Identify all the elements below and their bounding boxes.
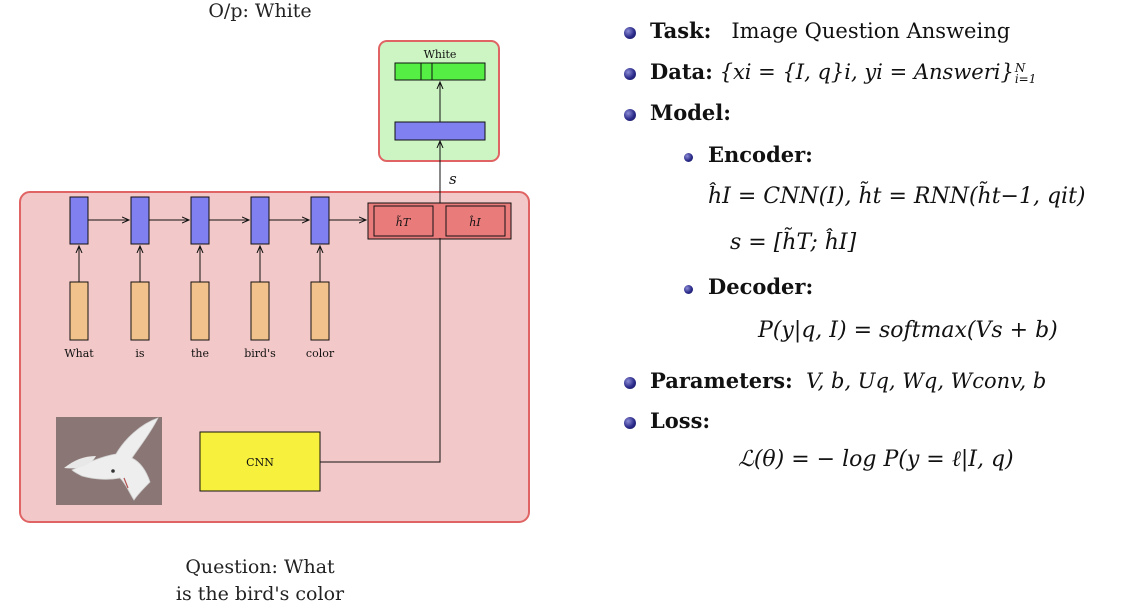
- word-embedding: [69, 281, 89, 341]
- rnn-cell: [69, 196, 89, 245]
- word-embedding: [190, 281, 210, 341]
- rnn-cell: [190, 196, 210, 245]
- embed-arrows: [79, 246, 320, 282]
- data-label: Data:: [650, 59, 713, 84]
- word-label: What: [64, 347, 94, 360]
- rnn-cell: [130, 196, 150, 245]
- bullet-icon: [624, 68, 636, 80]
- model-label: Model:: [650, 100, 732, 125]
- decoder-hidden-bar: [394, 121, 486, 141]
- word-embedding: [310, 281, 330, 341]
- word-label: is: [135, 347, 145, 360]
- softmax-bar: [394, 62, 486, 81]
- bird-image: [56, 417, 162, 505]
- cnn-label: CNN: [246, 456, 274, 469]
- cnn-box: [199, 431, 321, 492]
- word-label: bird's: [244, 347, 276, 360]
- data-sub: i=1: [1014, 71, 1037, 86]
- loss-equation: ℒ(θ) = − log P(y = ℓ|I, q): [738, 447, 1014, 472]
- word-label: color: [306, 347, 335, 360]
- rnn-cell: [310, 196, 330, 245]
- bullet-icon: [624, 377, 636, 389]
- params-value: V, b, Uq, Wq, Wconv, b: [806, 369, 1047, 393]
- h-i-label: ĥI: [469, 215, 481, 229]
- question-caption-line2: is the bird's color: [175, 583, 345, 605]
- params-label: Parameters:: [650, 368, 793, 393]
- params-item: Parameters: V, b, Uq, Wq, Wconv, b: [650, 368, 1046, 393]
- output-caption: O/p: White: [208, 0, 312, 22]
- word-label: the: [191, 347, 209, 360]
- word-embedding: [250, 281, 270, 341]
- rnn-cell: [250, 196, 270, 245]
- data-value: {xi = {I, q}i, yi = Answeri}: [719, 60, 1014, 84]
- encoder-equation-1: ĥI = CNN(I), h̃t = RNN(h̃t−1, qit): [708, 184, 1086, 209]
- word-embedding: [130, 281, 150, 341]
- h-t-label: h̃T: [396, 216, 412, 229]
- task-label: Task:: [650, 18, 712, 43]
- bullet-icon: [624, 109, 636, 121]
- bullet-icon: [624, 27, 636, 39]
- decoder-equation: P(y|q, I) = softmax(Vs + b): [758, 318, 1058, 343]
- loss-label: Loss:: [650, 408, 711, 433]
- encoder-label: Encoder:: [708, 142, 813, 167]
- bullet-icon: [624, 417, 636, 429]
- diagram-canvas: White s h̃T ĥI What is the bird's color …: [19, 40, 530, 523]
- task-value: Image Question Answeing: [731, 19, 1011, 43]
- sub-bullet-icon: [684, 285, 693, 294]
- question-caption-line1: Question: What: [185, 556, 335, 578]
- word-embeddings: [69, 281, 330, 341]
- task-item: Task: Image Question Answeing: [650, 18, 1010, 43]
- h-i-box: [445, 205, 506, 237]
- sub-bullet-icon: [684, 153, 693, 162]
- encoder-equation-2: s = [h̃T; ĥI]: [730, 230, 857, 255]
- decoder-bullet-label: Decoder:: [708, 274, 814, 299]
- s-label: s: [449, 170, 457, 188]
- h-t-box: [373, 205, 434, 237]
- decoder-label: White: [424, 48, 457, 61]
- cnn-to-hidden-line: [320, 238, 441, 463]
- data-sup: N: [1014, 60, 1026, 75]
